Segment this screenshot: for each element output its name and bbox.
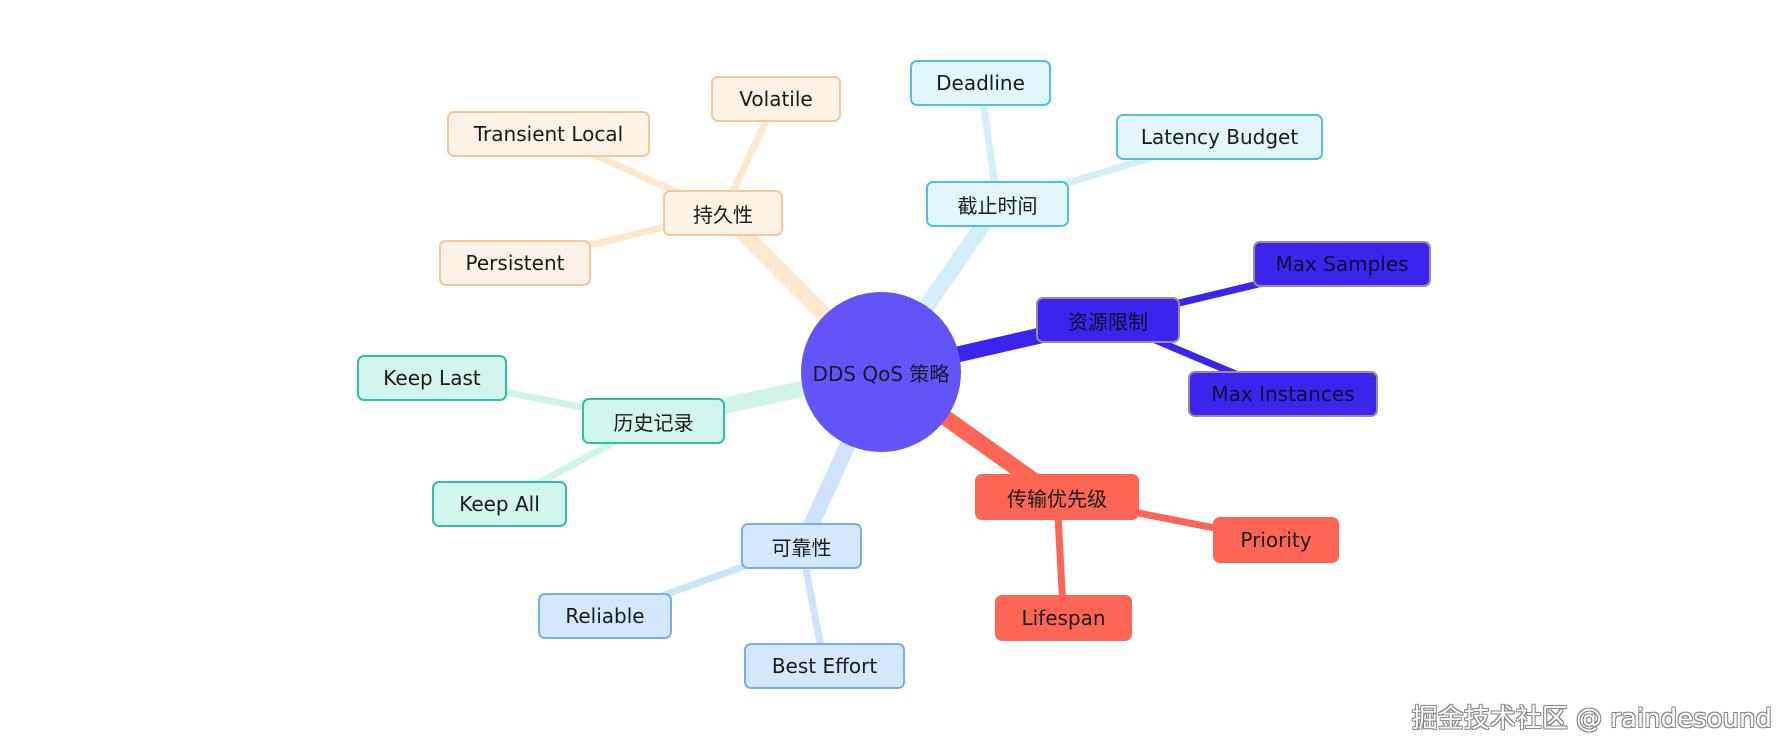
leaf-label: Reliable <box>565 604 645 628</box>
root-label: DDS QoS 策略 <box>812 361 950 386</box>
leaf-label: Keep Last <box>383 366 481 390</box>
leaf-label: Priority <box>1240 528 1312 552</box>
leaf-node-best-effort[interactable]: Best Effort <box>744 643 905 689</box>
leaf-node-lifespan[interactable]: Lifespan <box>995 595 1132 641</box>
leaf-label: Best Effort <box>771 654 878 678</box>
branch-label: 可靠性 <box>771 535 832 560</box>
branch-label: 持久性 <box>693 202 753 227</box>
leaf-node-keep-last[interactable]: Keep Last <box>357 355 507 401</box>
branch-label: 资源限制 <box>1068 309 1148 334</box>
leaf-node-transient-local[interactable]: Transient Local <box>447 111 650 157</box>
branch-node-transport-priority[interactable]: 传输优先级 <box>975 474 1139 520</box>
branch-node-durability[interactable]: 持久性 <box>663 190 783 236</box>
branch-node-deadline[interactable]: 截止时间 <box>926 181 1069 227</box>
leaf-node-max-instances[interactable]: Max Instances <box>1188 371 1378 417</box>
leaf-label: Latency Budget <box>1140 125 1299 149</box>
leaf-node-reliable[interactable]: Reliable <box>538 593 672 639</box>
leaf-node-latency-budget[interactable]: Latency Budget <box>1116 114 1323 160</box>
branch-node-reliability[interactable]: 可靠性 <box>741 523 862 569</box>
leaf-label: Deadline <box>936 71 1025 95</box>
branch-node-history[interactable]: 历史记录 <box>582 398 725 444</box>
leaf-node-priority[interactable]: Priority <box>1213 517 1339 563</box>
root-node[interactable]: DDS QoS 策略 <box>801 292 961 452</box>
leaf-label: Lifespan <box>1021 606 1106 630</box>
leaf-node-deadline[interactable]: Deadline <box>910 60 1051 106</box>
leaf-label: Transient Local <box>473 122 624 146</box>
leaf-label: Max Samples <box>1275 252 1409 276</box>
leaf-label: Max Instances <box>1211 382 1355 406</box>
branch-label: 传输优先级 <box>1007 486 1107 511</box>
leaf-label: Keep All <box>459 492 540 516</box>
leaf-node-volatile[interactable]: Volatile <box>711 76 841 122</box>
leaf-label: Volatile <box>739 87 813 111</box>
watermark: 掘金技术社区 @ raindesound <box>1411 704 1772 734</box>
branch-label: 截止时间 <box>957 193 1038 218</box>
branch-label: 历史记录 <box>613 410 694 435</box>
leaf-node-max-samples[interactable]: Max Samples <box>1253 241 1431 287</box>
leaf-label: Persistent <box>465 251 565 275</box>
branch-node-resource-limits[interactable]: 资源限制 <box>1036 297 1180 343</box>
leaf-node-persistent[interactable]: Persistent <box>439 240 591 286</box>
leaf-node-keep-all[interactable]: Keep All <box>432 481 567 527</box>
